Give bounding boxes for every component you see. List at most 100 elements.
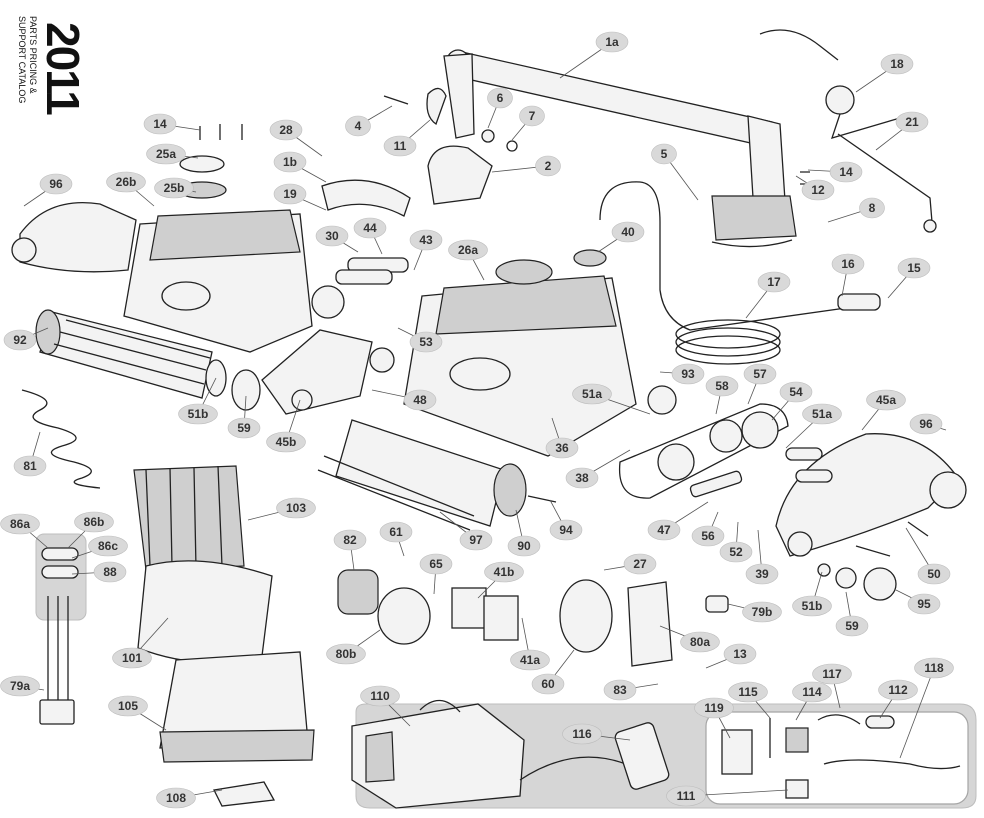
callout-4: 4 [345,115,371,137]
callout-86a: 86a [0,513,40,535]
callout-label: 82 [343,533,357,547]
callout-90: 90 [507,535,541,557]
callout-92: 92 [3,329,37,351]
callout-label: 7 [529,109,536,123]
callout-bubble [859,197,885,219]
callout-label: 40 [621,225,635,239]
callout-83: 83 [603,679,637,701]
callout-bubble [507,535,541,557]
callout-bubble [227,417,261,439]
callout-label: 51b [802,599,823,613]
callout-label: 116 [572,727,592,741]
callout-96: 96 [909,413,943,435]
callout-label: 41b [494,565,515,579]
callout-bubble [419,553,453,575]
callout-label: 79b [752,605,773,619]
callout-97: 97 [459,529,493,551]
callout-25b: 25b [154,177,194,199]
callout-bubble [719,541,753,563]
callout-label: 96 [919,417,933,431]
callout-bubble [266,431,306,453]
callout-bubble [812,663,852,685]
callout-bubble [745,563,779,585]
spring-cable [21,389,101,489]
callout-label: 12 [811,183,825,197]
callout-label: 51a [582,387,602,401]
callout-label: 16 [841,257,855,271]
callout-117: 117 [812,663,852,685]
hitch-parts [383,87,518,205]
callout-label: 43 [419,233,433,247]
callout-label: 30 [325,229,339,243]
callout-label: 25b [164,181,185,195]
callout-112: 112 [878,679,918,701]
callout-bubble [723,643,757,665]
callout-bubble [880,53,914,75]
callout-label: 94 [559,523,573,537]
float-and-cable [759,29,937,233]
callout-label: 108 [166,791,186,805]
callout-bubble [743,363,777,385]
callout-bubble [276,497,316,519]
callout-bubble [917,563,951,585]
callout-bubble [595,31,629,53]
callout-96: 96 [39,173,73,195]
callout-111: 111 [666,785,706,807]
drive-motors [337,569,729,667]
callout-label: 83 [613,683,627,697]
callout-18: 18 [880,53,914,75]
callout-8: 8 [859,197,885,219]
callout-115: 115 [728,681,768,703]
callout-label: 48 [413,393,427,407]
callout-bubble [878,679,918,701]
callout-51a: 51a [802,403,842,425]
callout-bubble [519,105,545,127]
callout-label: 79a [10,679,30,693]
callout-label: 118 [924,661,944,675]
callout-bubble [779,381,813,403]
callout-label: 105 [118,699,138,713]
callout-label: 115 [738,685,758,699]
callout-label: 21 [905,115,919,129]
callout-bubble [680,631,720,653]
callout-bubble [74,511,114,533]
callout-80a: 80a [680,631,720,653]
callout-label: 11 [394,139,407,153]
callout-bubble [0,675,40,697]
callout-11: 11 [383,135,417,157]
callout-41b: 41b [484,561,524,583]
callout-52: 52 [719,541,753,563]
callout-51a: 51a [572,383,612,405]
callout-bubble [829,161,863,183]
callout-label: 26a [458,243,478,257]
callout-bubble [88,535,128,557]
callout-label: 5 [661,147,668,161]
callout-label: 44 [363,221,377,235]
callout-119: 119 [694,697,734,719]
callout-label: 38 [575,471,589,485]
callout-bubble [143,113,177,135]
callout-59: 59 [835,615,869,637]
callout-bubble [728,681,768,703]
callout-51b: 51b [792,595,832,617]
callout-57: 57 [743,363,777,385]
callout-bubble [895,111,929,133]
callout-116: 116 [562,723,602,745]
callout-bubble [651,143,677,165]
callout-label: 19 [283,187,297,201]
callout-label: 61 [389,525,403,539]
callout-label: 97 [469,533,483,547]
callout-label: 80b [336,647,357,661]
callout-80b: 80b [326,643,366,665]
callout-19: 19 [273,183,307,205]
callout-label: 45b [276,435,297,449]
callout-51b: 51b [178,403,218,425]
callout-label: 6 [497,91,504,105]
callout-bubble [562,723,602,745]
callout-bubble [907,593,941,615]
callout-label: 28 [279,123,293,137]
callout-bubble [705,375,739,397]
callout-bubble [93,561,127,583]
callout-bubble [757,271,791,293]
